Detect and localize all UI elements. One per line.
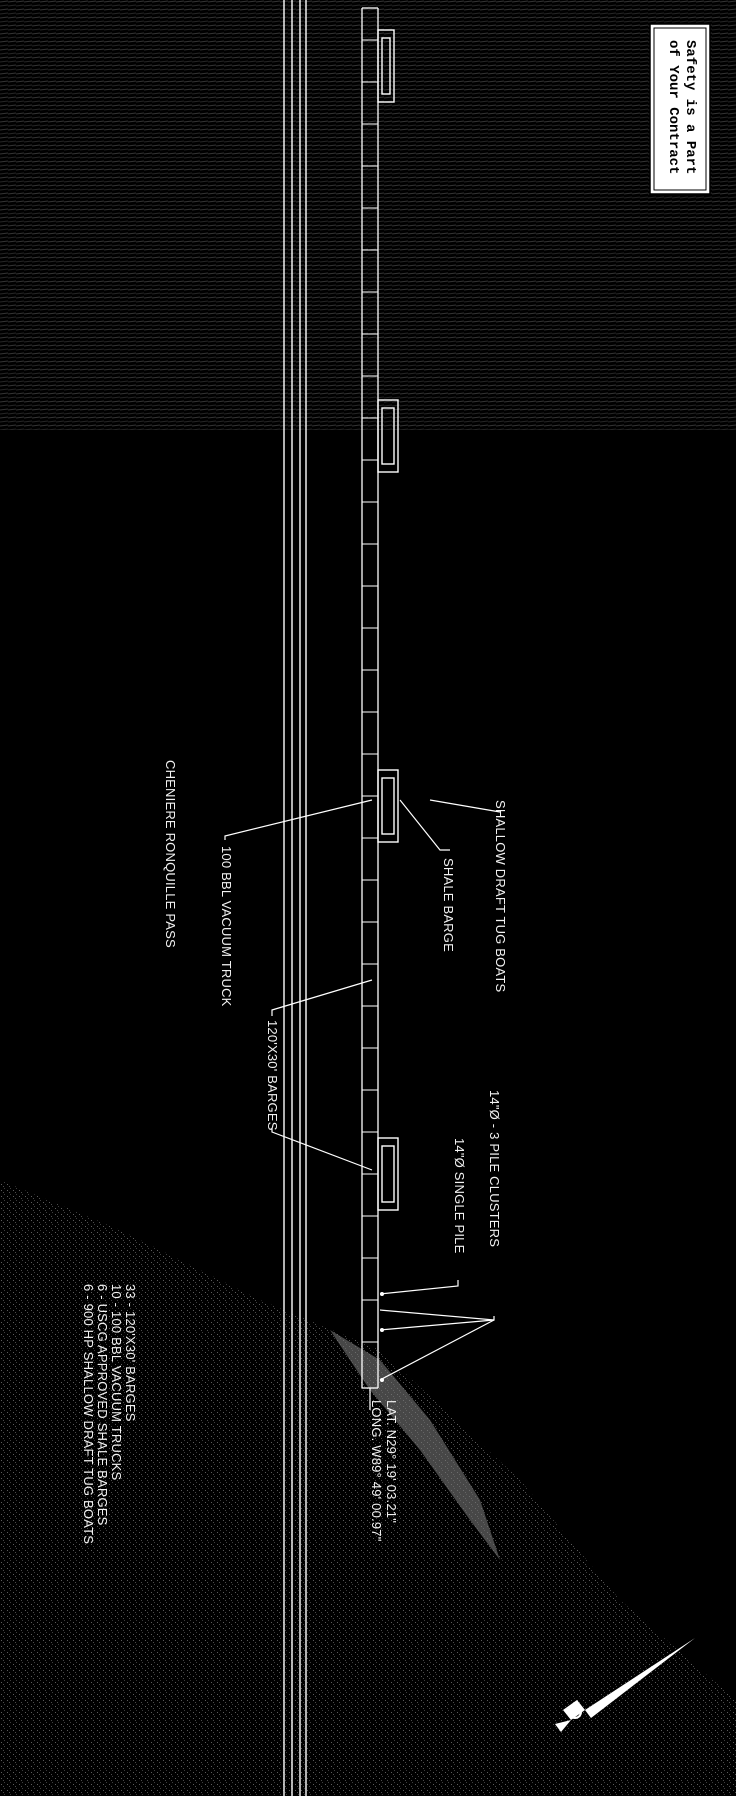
marsh-texture-top [0,0,736,430]
leader-lines [224,799,501,1410]
pile-markers [380,1292,384,1382]
label-pass-name: CHENIERE RONQUILLE PASS [163,760,178,948]
label-single-pile: 14"Ø SINGLE PILE [452,1138,467,1254]
equipment-item: 6 - 900 HP SHALLOW DRAFT TUG BOATS [81,1284,96,1544]
shale-barge-unit [377,29,399,1211]
barge-dividers [362,39,378,1343]
safety-sign-line2: of Your Contract [665,40,681,174]
equipment-item: 33 - 120'X30' BARGES [123,1284,138,1422]
road-lines [283,0,307,1796]
safety-sign-line1: Safety is a Part [682,40,698,174]
coastline-bottom [0,1180,736,1796]
label-pile-clusters: 14"Ø - 3 PILE CLUSTERS [487,1090,502,1247]
label-vacuum-truck: 100 BBL VACUUM TRUCK [219,846,234,1007]
label-latitude: LAT. N29° 19' 03.21" [384,1400,399,1523]
label-longitude: LONG. W89° 49' 00.97" [369,1400,384,1542]
label-barges: 120'X30' BARGES [265,1020,280,1131]
safety-sign: Safety is a Part of Your Contract [649,23,711,195]
north-arrow-icon [555,1638,695,1732]
equipment-item: 10 - 100 BBL VACUUM TRUCKS [109,1284,124,1481]
label-shale-barge: SHALE BARGE [441,858,456,952]
equipment-item: 6 - USCG APPROVED SHALE BARGES [95,1284,110,1526]
label-tug-boats: SHALLOW DRAFT TUG BOATS [493,800,508,993]
equipment-list: 33 - 120'X30' BARGES 10 - 100 BBL VACUUM… [81,1284,138,1544]
